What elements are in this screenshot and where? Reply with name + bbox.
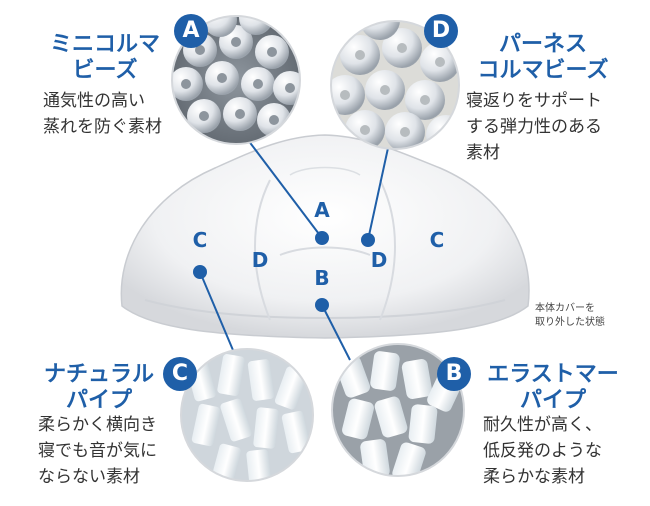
material-b-title: エラストマー パイプ: [487, 362, 619, 413]
zone-c-dot: [193, 265, 207, 279]
material-a-closeup: [171, 15, 301, 145]
zone-label-c-right: C: [429, 228, 445, 252]
zone-b-dot: [315, 298, 329, 312]
material-a-title: ミニコルマ ビーズ: [49, 32, 160, 83]
material-a-description: 通気性の高い 蒸れを防ぐ素材: [43, 91, 162, 137]
material-d-closeup: [330, 20, 460, 150]
material-d-badge: D: [424, 14, 458, 48]
zone-a-dot: [315, 231, 329, 245]
zone-label-c-left: C: [192, 228, 208, 252]
zone-label-d-right: D: [370, 248, 388, 272]
zone-d-dot: [361, 233, 375, 247]
cover-removed-note: 本体カバーを 取り外した状態: [535, 303, 605, 328]
zone-label-a: A: [314, 198, 330, 222]
material-d-description: 寝返りをサポート する弾力性のある 素材: [466, 91, 602, 163]
material-b-description: 耐久性が高く、 低反発のような 柔らかな素材: [483, 415, 602, 487]
zone-label-b: B: [314, 266, 330, 290]
material-c-closeup: [180, 348, 314, 482]
zone-label-d-left: D: [251, 248, 269, 272]
material-b-badge: B: [437, 357, 471, 391]
material-c-description: 柔らかく横向き 寝でも音が気に ならない素材: [38, 415, 157, 487]
material-b-closeup: [331, 343, 465, 477]
material-a-badge: A: [174, 14, 208, 48]
material-c-title: ナチュラル パイプ: [43, 362, 154, 413]
material-c-badge: C: [163, 357, 197, 391]
material-d-title: パーネス コルマビーズ: [477, 32, 609, 83]
